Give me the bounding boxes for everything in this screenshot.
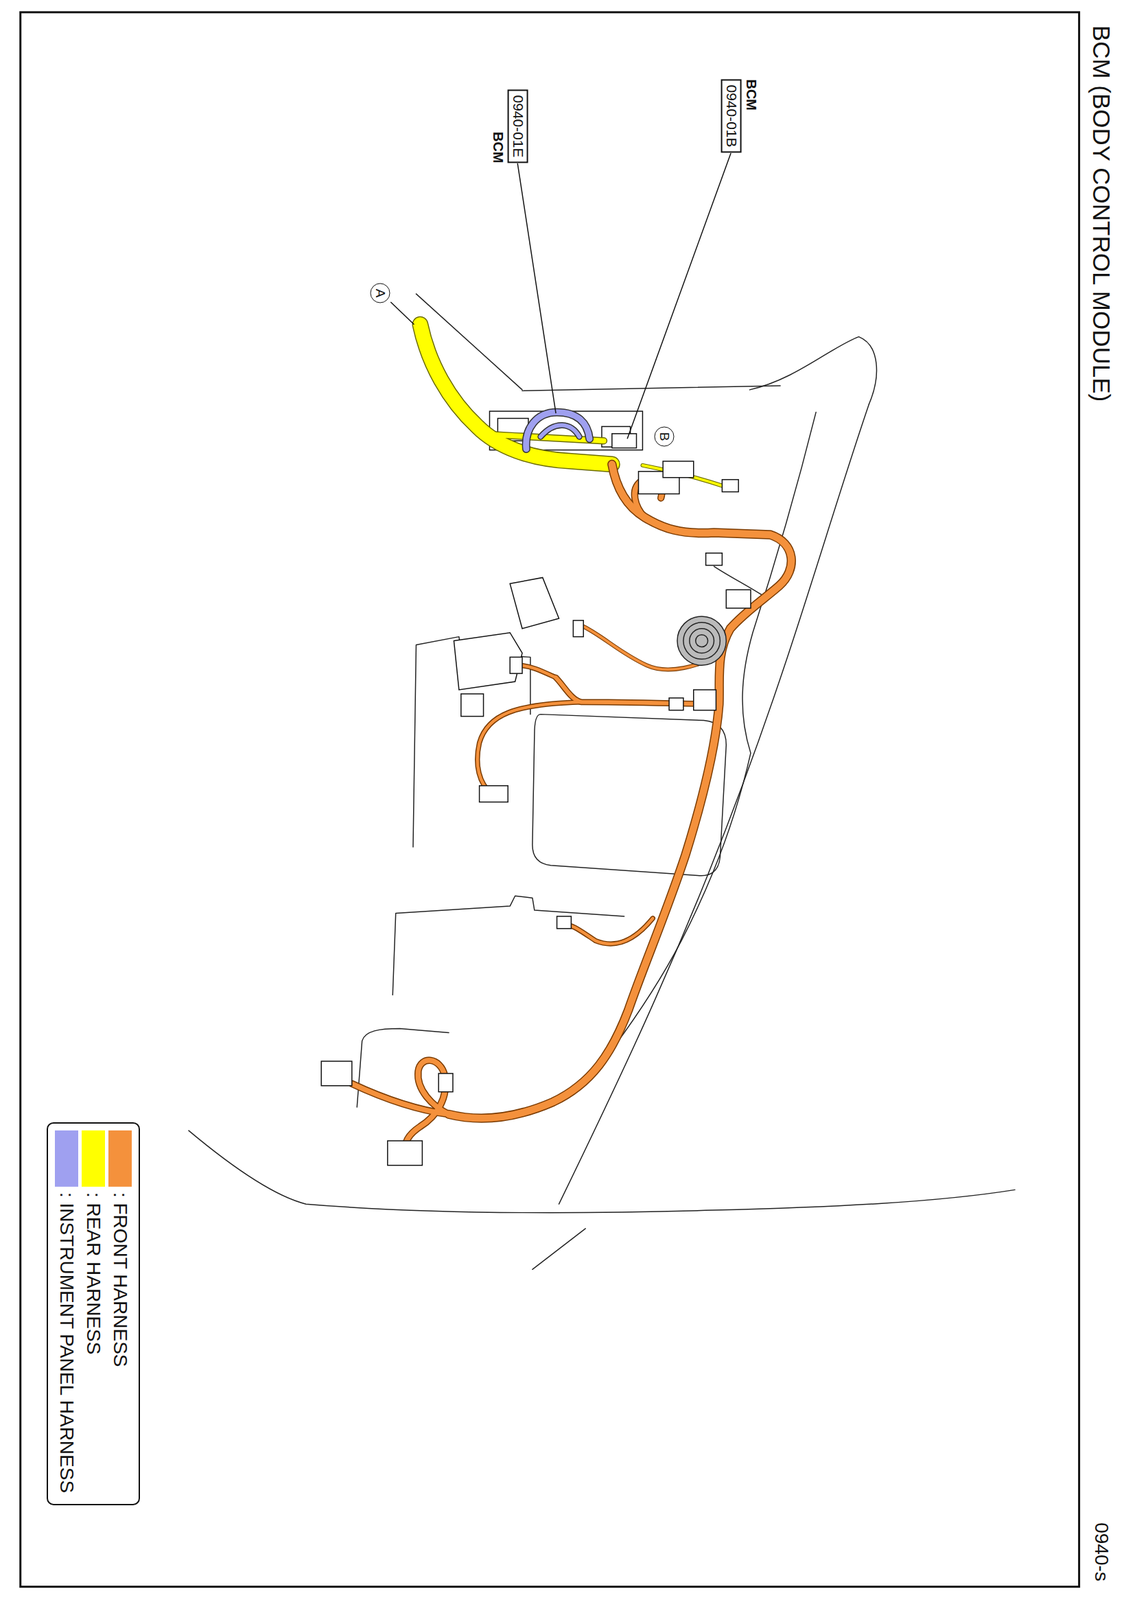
coil	[695, 634, 709, 648]
instrument-panel-harness	[540, 425, 580, 438]
front-harness	[518, 664, 556, 678]
connector	[557, 916, 572, 929]
instrument-panel-harness	[540, 425, 580, 438]
connector	[321, 1060, 353, 1086]
connector	[387, 1140, 423, 1166]
legend-row: : INSTRUMENT PANEL HARNESS	[54, 1130, 79, 1493]
connector	[662, 461, 694, 478]
rear-harness	[419, 324, 612, 465]
module-name: BCM	[743, 79, 759, 112]
legend-swatch	[54, 1130, 79, 1187]
front-harness	[477, 701, 582, 794]
connector	[461, 693, 484, 717]
connector	[706, 553, 723, 566]
legend-row: : REAR HARNESS	[81, 1130, 105, 1493]
front-harness	[566, 918, 653, 944]
leader-line	[390, 301, 414, 325]
coil	[683, 622, 721, 660]
instrument-panel-harness	[526, 412, 590, 450]
body-outline	[559, 404, 870, 1205]
coil	[689, 628, 715, 654]
legend-text: : REAR HARNESS	[81, 1191, 105, 1355]
page-code: 0940-s	[1091, 1521, 1113, 1582]
connector	[726, 589, 751, 608]
rear-harness	[419, 324, 612, 465]
callout-circle: B	[653, 426, 674, 447]
label-holder: 0940-s	[1091, 1521, 1113, 1582]
callout-letter: A	[373, 288, 388, 298]
legend-text: : FRONT HARNESS	[108, 1191, 132, 1367]
module-name: BCM	[489, 131, 506, 164]
connector	[721, 479, 739, 493]
body-outline	[522, 385, 781, 391]
callout-letter: B	[657, 432, 671, 442]
connector-code: 0940-01B	[720, 79, 742, 154]
leader-line	[517, 163, 556, 414]
body-outline	[749, 336, 877, 405]
panel-outline	[392, 895, 624, 995]
body-outline	[188, 1130, 1015, 1213]
connector-code: 0940-01E	[507, 89, 528, 164]
connector	[479, 785, 509, 803]
front-harness	[518, 664, 556, 678]
connector	[612, 433, 637, 449]
glove-box-outline	[532, 714, 727, 876]
instrument-panel-harness	[526, 412, 590, 450]
legend-box: : FRONT HARNESS: REAR HARNESS: INSTRUMEN…	[46, 1121, 140, 1505]
title-holder: BCM (BODY CONTROL MODULE)	[1088, 25, 1116, 402]
legend-swatch	[108, 1130, 132, 1187]
coil	[677, 616, 727, 665]
legend-text: : INSTRUMENT PANEL HARNESS	[54, 1191, 79, 1493]
column-part	[453, 632, 523, 690]
legend-swatch	[81, 1130, 105, 1187]
front-harness	[352, 1083, 449, 1115]
connector	[572, 620, 584, 637]
connector-callout: BCM0940-01B	[720, 79, 759, 154]
pedal-switch	[509, 577, 559, 628]
connector	[693, 689, 717, 711]
callout-circle: A	[370, 282, 391, 303]
front-harness	[477, 701, 582, 794]
front-harness	[448, 463, 792, 1118]
page-frame	[20, 12, 1080, 1587]
body-outline	[532, 1228, 586, 1269]
leader-line	[627, 153, 731, 439]
page-title: BCM (BODY CONTROL MODULE)	[1088, 25, 1116, 402]
connector	[669, 697, 684, 711]
front-harness	[566, 918, 653, 944]
front-harness	[352, 1083, 449, 1115]
connector-callout: 0940-01EBCM	[489, 89, 528, 164]
connector	[438, 1073, 453, 1092]
front-harness	[448, 463, 792, 1118]
connector	[509, 656, 523, 674]
legend-row: : FRONT HARNESS	[108, 1130, 132, 1493]
